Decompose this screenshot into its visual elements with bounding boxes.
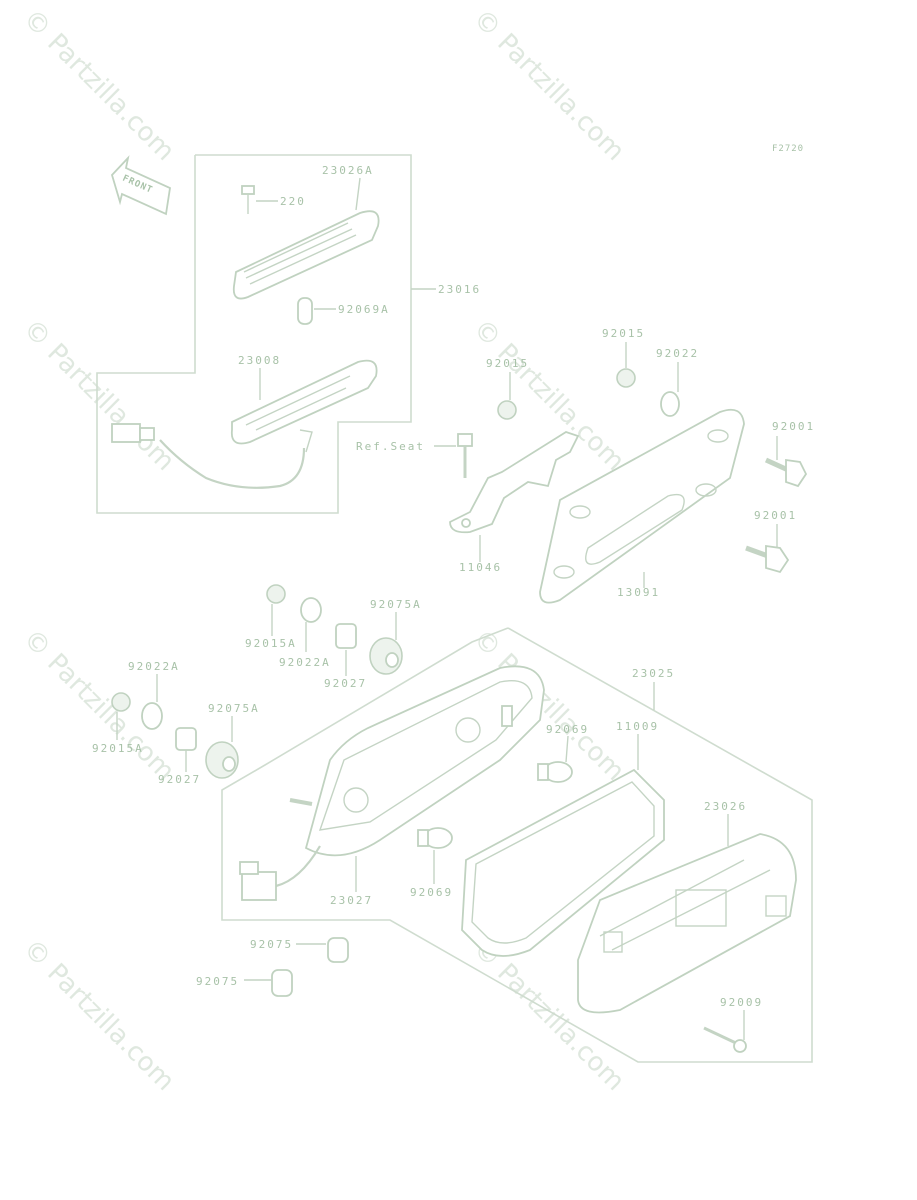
label-92015A-lower: 92015A: [92, 742, 144, 755]
collar-92027-upper: [335, 623, 357, 649]
label-23025: 23025: [632, 667, 675, 680]
bracket-11046: [449, 431, 580, 534]
bulb-92069A: [297, 297, 313, 325]
label-92009: 92009: [720, 996, 763, 1009]
plate-13091: [539, 408, 745, 604]
label-92001-lower: 92001: [754, 509, 797, 522]
lens-23026: [577, 833, 797, 1014]
label-92027-lower: 92027: [158, 773, 201, 786]
screw-220: [241, 185, 255, 214]
screw-92009: [703, 1026, 747, 1053]
nut-92015A-lower: [111, 692, 131, 712]
grommet-92075A-lower: [205, 741, 239, 779]
nut-92015-b: [616, 368, 636, 388]
wire-connector-upper: [111, 423, 306, 489]
label-23008: 23008: [238, 354, 281, 367]
label-92075-lower: 92075: [196, 975, 239, 988]
watermark-3: © Partzilla.com: [17, 314, 180, 477]
watermark-7: © Partzilla.com: [17, 934, 180, 1097]
label-92022A-upper: 92022A: [279, 656, 331, 669]
cap-92075-upper: [327, 937, 349, 963]
watermark-2: © Partzilla.com: [467, 4, 630, 167]
housing-23008: [230, 359, 378, 453]
part-labels: 23026A 220 23016 92069A 23008 92015 9201…: [92, 164, 815, 1009]
label-23026A: 23026A: [322, 164, 374, 177]
label-ref-seat: Ref.Seat: [356, 440, 425, 453]
label-11046: 11046: [459, 561, 502, 574]
label-23026: 23026: [704, 800, 747, 813]
washer-92022A-upper: [300, 597, 322, 623]
nut-92015A-upper: [266, 584, 286, 604]
nut-92015-a: [497, 400, 517, 420]
cap-92075-lower: [271, 969, 293, 997]
label-92015-top: 92015: [602, 327, 645, 340]
washer-92022A-lower: [141, 702, 163, 730]
label-23016: 23016: [438, 283, 481, 296]
label-13091: 13091: [617, 586, 660, 599]
label-11009: 11009: [616, 720, 659, 733]
label-92022: 92022: [656, 347, 699, 360]
label-92075A-upper: 92075A: [370, 598, 422, 611]
label-92001-upper: 92001: [772, 420, 815, 433]
label-92069-upper: 92069: [546, 723, 589, 736]
label-92075A-lower: 92075A: [208, 702, 260, 715]
label-92015A-upper: 92015A: [245, 637, 297, 650]
gasket-11009: [461, 768, 665, 957]
label-92027-upper: 92027: [324, 677, 367, 690]
label-220: 220: [280, 195, 306, 208]
label-92069A: 92069A: [338, 303, 390, 316]
leader-lines: [116, 177, 778, 1040]
washer-92022: [660, 391, 680, 417]
lens-23026A: [232, 210, 380, 300]
wire-connector-lower: [239, 845, 321, 901]
base-23027: [289, 665, 545, 857]
label-92075-upper: 92075: [250, 938, 293, 951]
label-23027: 23027: [330, 894, 373, 907]
bolt-92001-b: [745, 544, 790, 574]
frame-23016: [96, 154, 412, 514]
front-arrow-icon: FRONT: [110, 155, 171, 216]
grommet-92075A-upper: [369, 637, 403, 675]
bulb-92069-upper: [537, 761, 573, 783]
bulb-92069-lower: [417, 827, 453, 849]
bolt-ref-seat: [457, 433, 473, 478]
bolt-92001-a: [764, 457, 808, 488]
label-92015-mid: 92015: [486, 357, 529, 370]
watermark-1: © Partzilla.com: [17, 4, 180, 167]
diagram-code: F2720: [772, 144, 804, 154]
label-92069-lower: 92069: [410, 886, 453, 899]
collar-92027-lower: [175, 727, 197, 751]
frame-23025: [221, 627, 813, 1063]
label-92022A-lower: 92022A: [128, 660, 180, 673]
